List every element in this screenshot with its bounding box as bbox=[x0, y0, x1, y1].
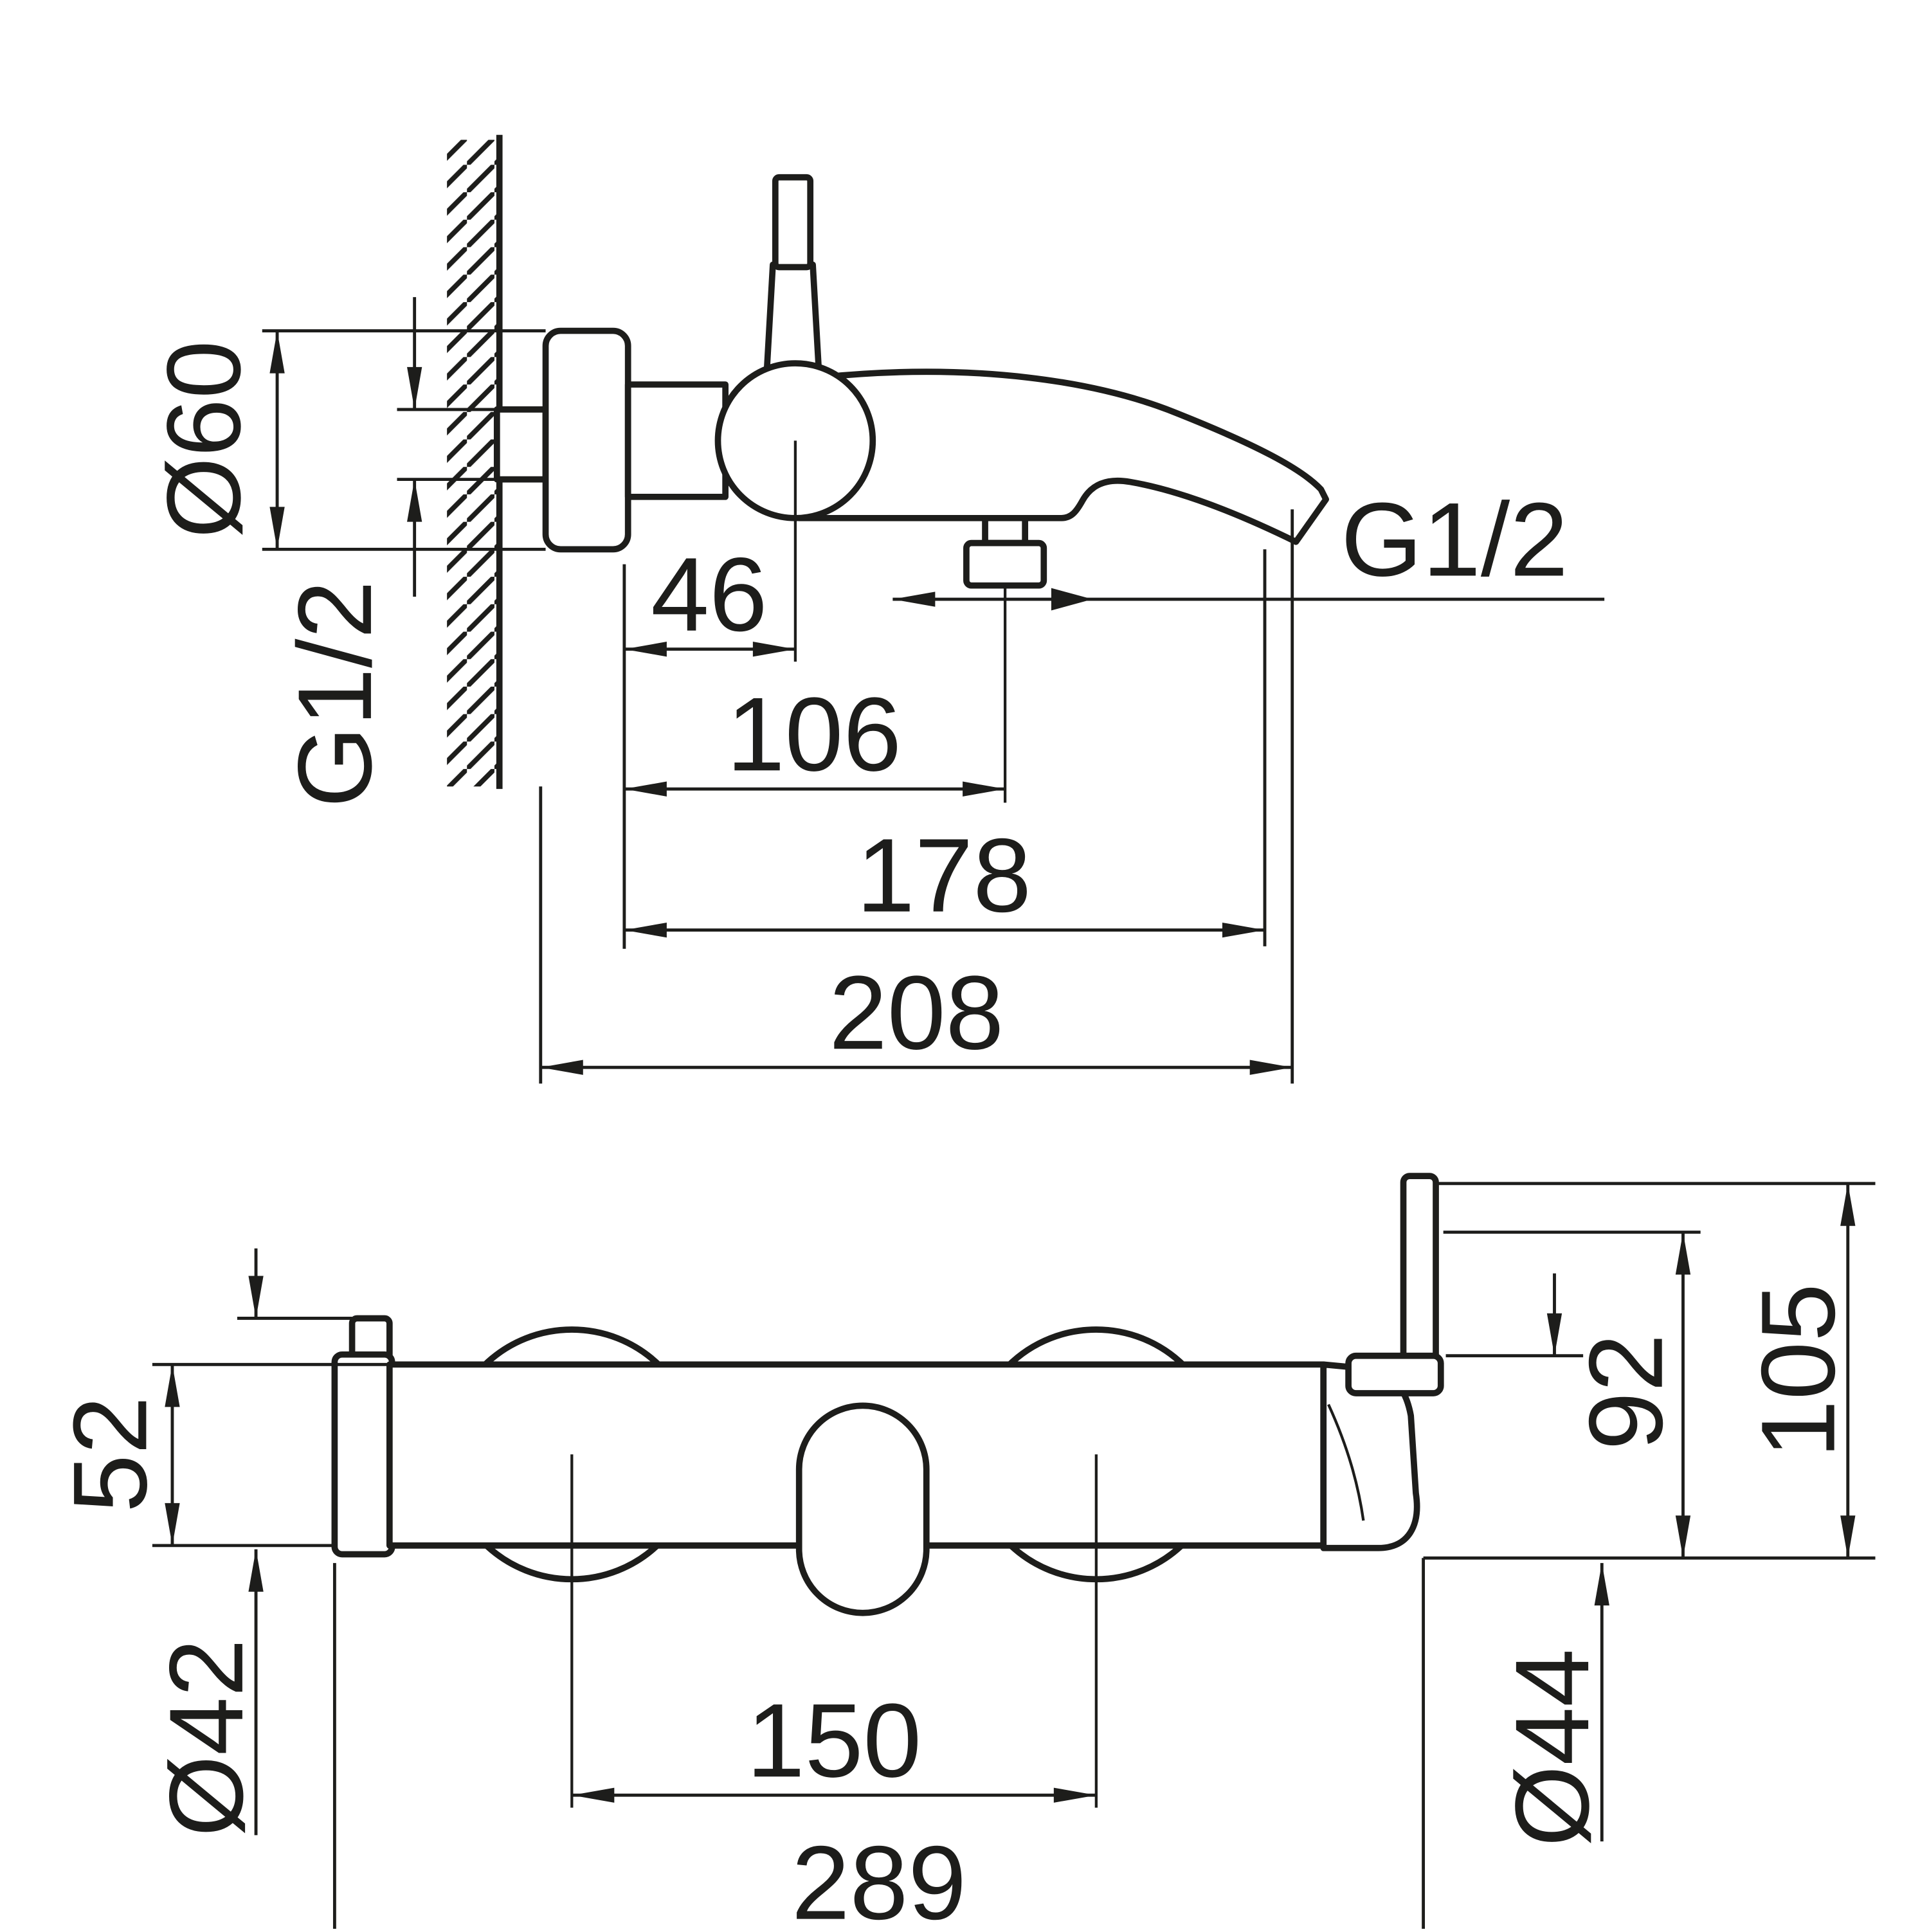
side-view-faucet bbox=[493, 174, 1329, 589]
dim-o44: Ø44 bbox=[1493, 1563, 1611, 1847]
dim-label-92: 92 bbox=[1567, 1333, 1685, 1450]
dim-flange-diameter: Ø60 bbox=[145, 329, 546, 551]
dim-label-178: 178 bbox=[856, 817, 1031, 934]
dim-52: 52 bbox=[51, 1362, 390, 1548]
dim-46: 46 bbox=[622, 536, 795, 949]
base-reference bbox=[1445, 1273, 1584, 1358]
dim-label-inlet-thread: G1/2 bbox=[276, 581, 394, 808]
dim-o42: Ø42 bbox=[147, 1549, 265, 1837]
dim-inlet-thread: G1/2 bbox=[276, 297, 497, 808]
dim-106: 106 bbox=[624, 675, 1006, 797]
spout-body bbox=[756, 368, 1329, 545]
lever-base-top bbox=[1345, 1352, 1444, 1396]
wall-hatching bbox=[447, 140, 500, 787]
dim-92: 92 bbox=[1567, 1232, 1691, 1558]
dim-label-outlet-thread: G1/2 bbox=[1341, 480, 1568, 598]
spout-edge-line bbox=[1327, 1404, 1365, 1521]
tab-reference bbox=[237, 1248, 352, 1320]
dim-150: 150 bbox=[572, 1681, 1096, 1803]
plan-view-faucet bbox=[331, 1173, 1444, 1616]
wall-section bbox=[447, 134, 503, 790]
diverter-knob bbox=[963, 539, 1047, 589]
diverter-neck bbox=[982, 514, 1029, 546]
diverter-top-view bbox=[795, 1402, 930, 1616]
plan-view: 52 Ø42 150 289 bbox=[51, 1173, 1876, 1932]
dim-178: 178 bbox=[624, 549, 1267, 946]
dim-289: 289 bbox=[332, 1558, 1426, 1932]
dim-label-46: 46 bbox=[651, 536, 767, 653]
dim-label-o60: Ø60 bbox=[145, 340, 262, 538]
left-end-cap bbox=[331, 1351, 395, 1558]
side-view: Ø60 G1/2 46 106 178 bbox=[145, 134, 1605, 1084]
wall-nipple bbox=[493, 406, 549, 483]
dim-label-289: 289 bbox=[792, 1824, 966, 1929]
lever-lower bbox=[763, 261, 822, 378]
dim-label-52: 52 bbox=[51, 1396, 168, 1512]
dim-label-208: 208 bbox=[829, 953, 1004, 1071]
dim-label-o44: Ø44 bbox=[1493, 1648, 1611, 1846]
dim-105: 105 bbox=[1739, 1183, 1857, 1558]
outlet-arrowhead bbox=[1051, 588, 1093, 611]
wall-flange bbox=[542, 327, 631, 553]
dim-label-o42: Ø42 bbox=[147, 1639, 265, 1837]
dim-label-105: 105 bbox=[1739, 1283, 1857, 1458]
dim-label-106: 106 bbox=[727, 675, 901, 793]
body-adapter bbox=[624, 381, 729, 500]
lever-rod bbox=[772, 174, 814, 271]
lever-rod-top bbox=[1400, 1173, 1439, 1374]
dim-label-150: 150 bbox=[747, 1681, 921, 1799]
dim-208: 208 bbox=[539, 509, 1294, 1084]
dim-outlet-thread: G1/2 bbox=[892, 480, 1605, 611]
